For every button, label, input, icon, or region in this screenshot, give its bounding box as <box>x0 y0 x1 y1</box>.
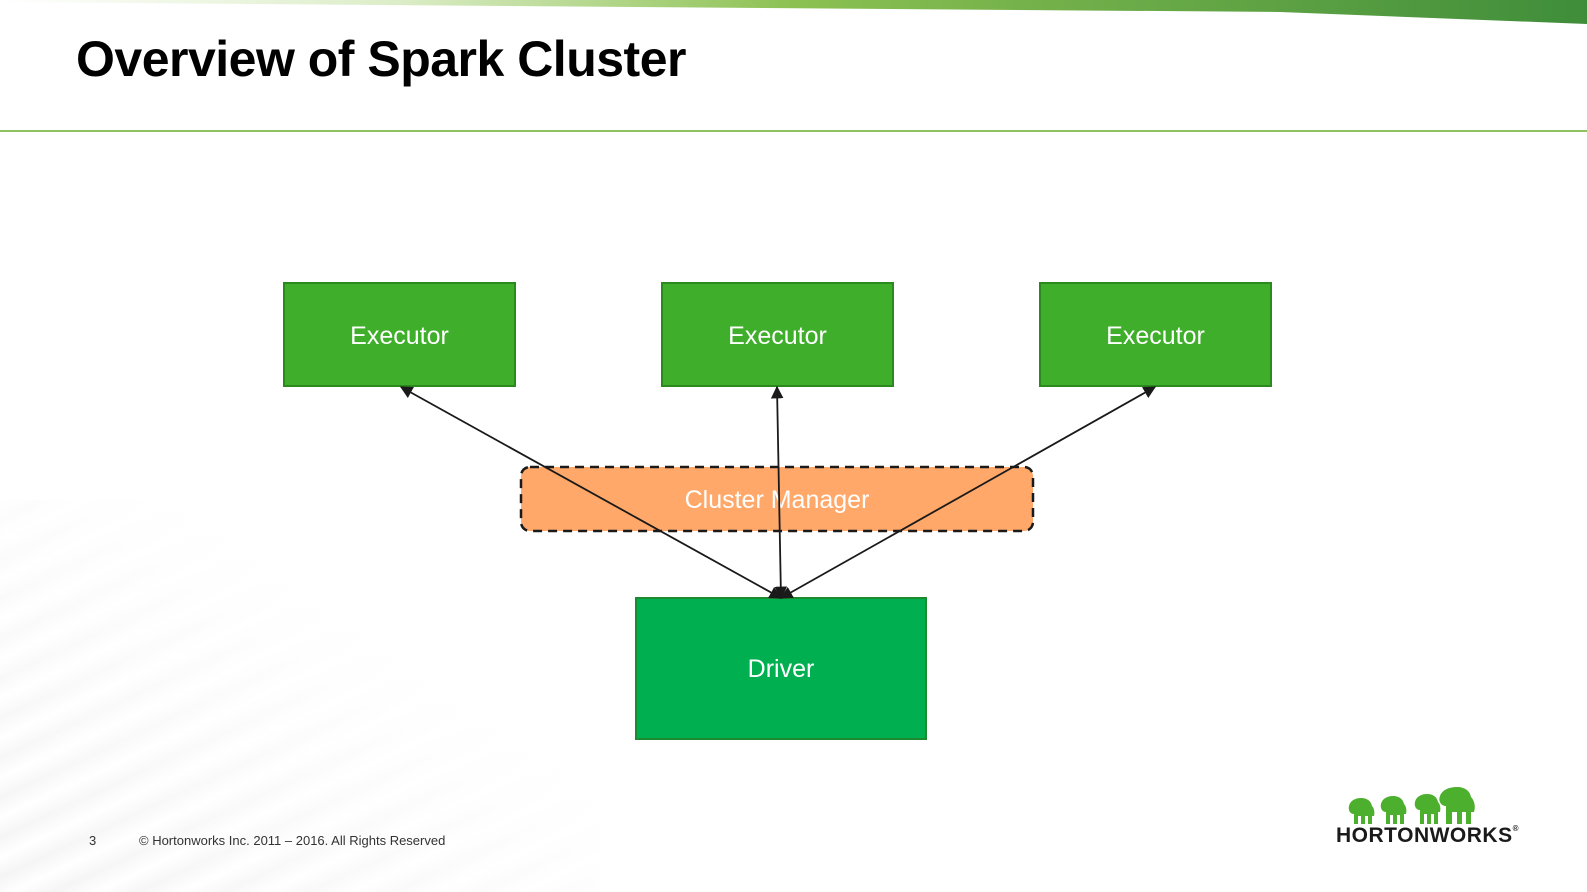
executor-box-2 <box>661 282 894 387</box>
executor-label-2: Executor <box>728 322 827 350</box>
arrow-driver-executor-3 <box>779 386 1157 599</box>
driver-node: Driver <box>635 597 927 740</box>
executor-box-3 <box>1039 282 1272 387</box>
registered-mark-icon: ® <box>1512 824 1520 833</box>
arrow-driver-executor-1 <box>399 386 783 599</box>
title-divider <box>0 130 1587 132</box>
logo-wordmark: HORTONWORKS <box>1336 824 1513 847</box>
page-number: 3 <box>89 833 97 848</box>
executor-box-1 <box>283 282 516 387</box>
executor-label-1: Executor <box>350 322 449 350</box>
executor-node-2: Executor <box>661 282 894 387</box>
driver-label: Driver <box>748 655 815 683</box>
hortonworks-logo: HORTONWORKS® <box>1336 786 1518 848</box>
executor-node-1: Executor <box>283 282 516 387</box>
top-band-graphic <box>0 0 1587 24</box>
slide-title: Overview of Spark Cluster <box>76 31 686 87</box>
executor-label-3: Executor <box>1106 322 1205 350</box>
cluster-manager-label: Cluster Manager <box>685 486 870 514</box>
copyright-notice: © Hortonworks Inc. 2011 – 2016. All Righ… <box>139 833 446 848</box>
elephant-herd-icon <box>1348 787 1475 824</box>
top-gradient-band <box>0 0 1587 24</box>
driver-box <box>635 597 927 740</box>
executor-node-3: Executor <box>1039 282 1272 387</box>
